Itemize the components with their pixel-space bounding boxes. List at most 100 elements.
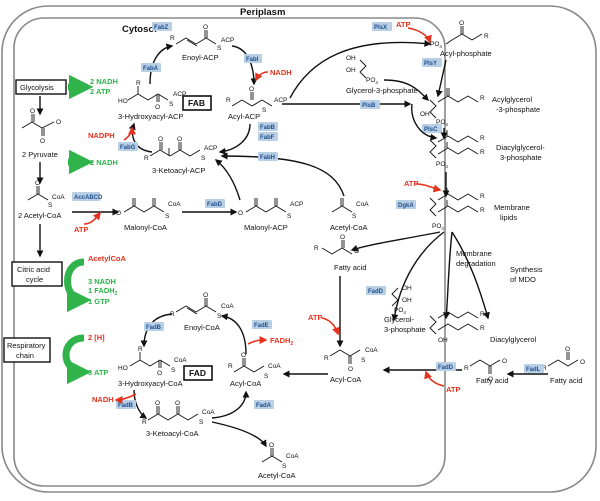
atp-accabcd-arrow bbox=[83, 211, 101, 225]
malonylcoa-o: O bbox=[116, 210, 121, 217]
acylg3p-po4: PO4 bbox=[436, 119, 448, 127]
malonyl-coa-structure bbox=[123, 198, 165, 213]
svg-text:FadE: FadE bbox=[254, 323, 269, 329]
dag-r1: R bbox=[480, 311, 485, 318]
enzyme-plsb: PlsB bbox=[360, 100, 380, 109]
acyl-phosphate-structure bbox=[445, 26, 483, 45]
resp-line1: Respiratory bbox=[7, 341, 46, 350]
svg-text:FabB: FabB bbox=[260, 125, 276, 131]
enoyl-coa-structure bbox=[175, 298, 217, 315]
nadh-fabi: NADH bbox=[270, 68, 292, 77]
acetyl-coa-fad-label: Acetyl-CoA bbox=[258, 471, 296, 480]
acyl-acp-structure bbox=[231, 92, 273, 107]
faout-o: O bbox=[565, 346, 570, 353]
citric-line2: cycle bbox=[26, 275, 43, 284]
membrane-lipids-structure bbox=[429, 188, 479, 217]
malonylcoa-s: S bbox=[165, 213, 170, 220]
acylcoafad-coa: CoA bbox=[268, 363, 281, 370]
arrow-acylcoa-enoylcoa bbox=[220, 313, 247, 355]
enzyme-dgka: DgkA bbox=[396, 200, 416, 209]
enoylcoa-o: O bbox=[203, 292, 208, 299]
enzyme-fabd-text: FabD bbox=[207, 202, 223, 208]
atp-dgka-arrow bbox=[415, 183, 442, 193]
hydroxyacyl-coa-label: 3-Hydroxyacyl-CoA bbox=[118, 379, 183, 388]
enoylcoa-s: S bbox=[217, 313, 222, 320]
enoylcoa-coa: CoA bbox=[221, 303, 234, 310]
ketoacylcoa-coa: CoA bbox=[202, 409, 215, 416]
acetyl-coa-fab-label: Acetyl-CoA bbox=[330, 223, 368, 232]
svg-text:PlsB: PlsB bbox=[362, 103, 376, 109]
g3p-po4: PO4 bbox=[366, 77, 378, 85]
acetylfad-coa: CoA bbox=[286, 453, 299, 460]
acylglycerol3p-structure bbox=[429, 88, 479, 119]
hydroxyacylcoa-ho: HO bbox=[118, 365, 128, 372]
fatty-acid-low-label: Fatty acid bbox=[476, 376, 509, 385]
enzyme-fadl: FadL bbox=[524, 364, 544, 373]
atp-plsx: ATP bbox=[396, 20, 410, 29]
glycolysis-nadh: 2 NADH bbox=[90, 77, 118, 86]
acylcoafad-r: R bbox=[228, 363, 233, 370]
ketoacylcoa-r: R bbox=[142, 419, 147, 426]
periplasm-label: Periplasm bbox=[240, 7, 285, 18]
arrow-lipids-degradation bbox=[443, 231, 453, 320]
enzyme-fabf: FabF bbox=[258, 132, 278, 141]
nadh-fadb-arrow bbox=[114, 393, 137, 404]
svg-text:FabG: FabG bbox=[120, 145, 136, 151]
malonylacp-s: S bbox=[287, 213, 292, 220]
dag3p-r1: R bbox=[480, 135, 485, 142]
diacylglycerol3p-structure bbox=[429, 130, 479, 159]
atp-fadd-right-arrow bbox=[424, 370, 445, 387]
fab-label: FAB bbox=[188, 98, 205, 108]
acylp-r: R bbox=[484, 33, 489, 40]
acetylfab-coa: CoA bbox=[356, 201, 369, 208]
respiratory-chain-box bbox=[3, 337, 51, 363]
dag3p-label1: Diacylglycerol- bbox=[496, 143, 545, 152]
fatty-acid-out-structure bbox=[547, 352, 579, 367]
fatty-acid-mid-structure bbox=[321, 240, 353, 255]
ketoacylacp-r: R bbox=[144, 155, 149, 162]
tca-green-cycle bbox=[64, 258, 92, 313]
dag3p-r2: R bbox=[480, 149, 485, 156]
svg-text:FadD: FadD bbox=[368, 289, 384, 295]
ketoacylcoa-s: S bbox=[199, 419, 204, 426]
svg-text:FadD: FadD bbox=[438, 365, 454, 371]
svg-text:FadL: FadL bbox=[526, 367, 541, 373]
fatty-acid-mid-label: Fatty acid bbox=[334, 263, 367, 272]
lipids-r1: R bbox=[480, 193, 485, 200]
acylcoar-r: R bbox=[324, 355, 329, 362]
svg-text:FadB: FadB bbox=[146, 325, 162, 331]
fad-label: FAD bbox=[189, 368, 206, 378]
tca-acetylcoa-in: AcetylCoA bbox=[88, 254, 127, 263]
acyl-coa-right-label: Acyl-CoA bbox=[330, 375, 361, 384]
faout-ominus: O bbox=[580, 359, 585, 366]
fatty-acid-low-structure bbox=[469, 359, 501, 374]
ketoacylcoa-o2: O bbox=[175, 400, 180, 407]
enoyl-acp-label: Enoyl-ACP bbox=[182, 53, 219, 62]
enzyme-fadb-top: FadB bbox=[144, 322, 164, 331]
acylp-po4: PO4 bbox=[430, 41, 442, 49]
enzyme-fada: FadA bbox=[254, 400, 274, 409]
ketoacylacp-o2: O bbox=[177, 136, 182, 143]
g3plow-label2: 3-phosphate bbox=[384, 325, 426, 334]
falow-o: O bbox=[488, 376, 493, 383]
svg-text:FabA: FabA bbox=[143, 66, 159, 72]
arrow-g3p-acylglycerol bbox=[383, 79, 429, 101]
acetylfad-o: O bbox=[269, 442, 274, 449]
acetylfad-s: S bbox=[282, 463, 287, 470]
tca-gtp: 1 GTP bbox=[88, 297, 110, 306]
arrow-lipids-glycerol3p bbox=[391, 231, 445, 322]
acetylfab-s: S bbox=[352, 213, 357, 220]
enoyl-coa-label: Enoyl-CoA bbox=[184, 323, 220, 332]
pyruvate-o3: O bbox=[56, 119, 61, 126]
dag-r2: R bbox=[480, 325, 485, 332]
acyl-coa-right-structure bbox=[329, 349, 361, 364]
arrow-ketoacylcoa-acetylcoa bbox=[211, 421, 267, 448]
hydroxyacyl-acp-label: 3-Hydroxyacyl-ACP bbox=[118, 112, 183, 121]
hydroxyacyl-acp-structure bbox=[127, 86, 169, 102]
lipids-label1: Membrane bbox=[494, 203, 530, 212]
acetyl-coa-text: CoA bbox=[52, 194, 65, 201]
g3plow-label1: Glycerol- bbox=[384, 315, 415, 324]
ketoacylacp-o1: O bbox=[158, 136, 163, 143]
glycerol3p-structure bbox=[359, 59, 367, 79]
